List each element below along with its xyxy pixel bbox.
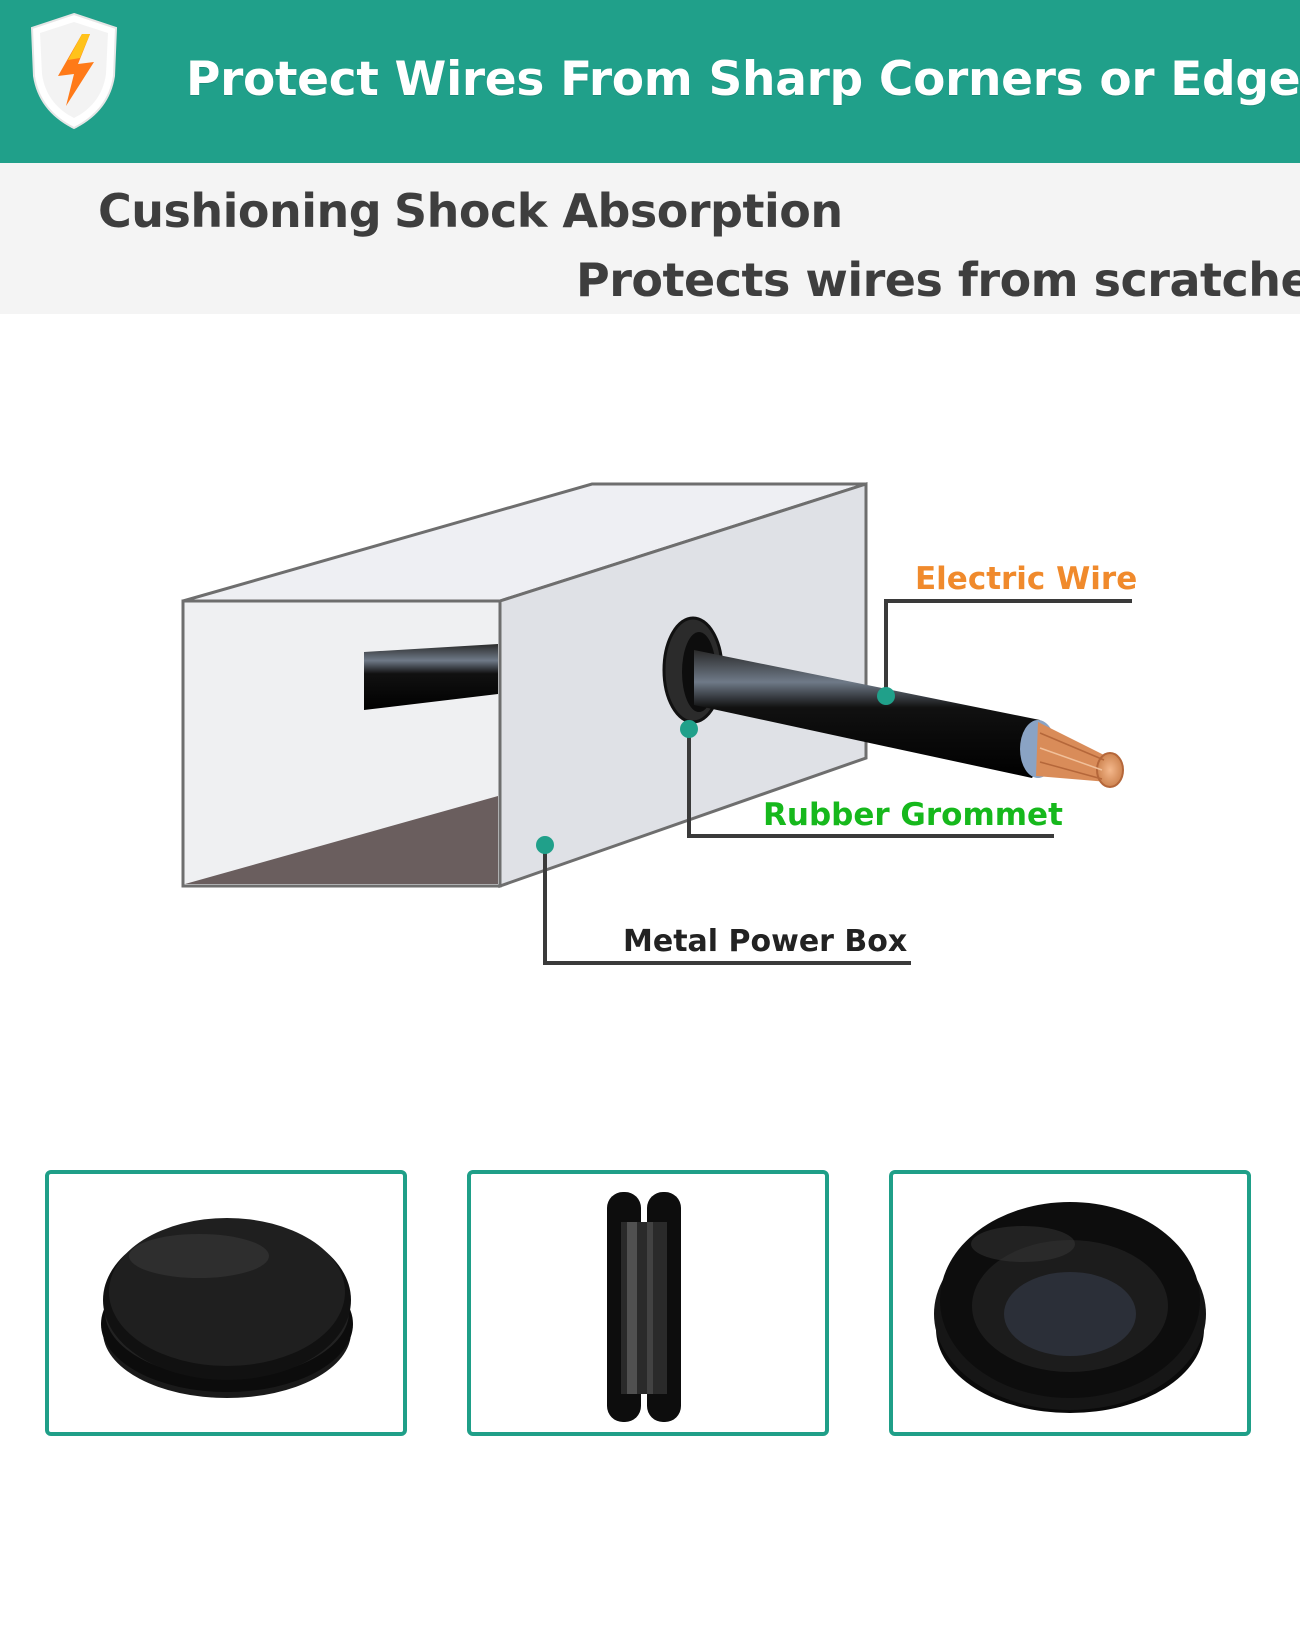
feature-bar (0, 163, 1300, 314)
wire-callout-dot (877, 687, 895, 705)
rubber-grommet-label: Rubber Grommet (763, 797, 1063, 833)
feature-cushioning: Cushioning (98, 184, 382, 238)
feature-shock-absorption: Shock Absorption (394, 184, 843, 238)
box-inner-floor (185, 796, 498, 884)
copper-strands (1096, 752, 1124, 788)
thumbnail-grommet-side (467, 1170, 829, 1436)
wire-callout-line (884, 599, 1132, 696)
grommet-angled-view-image (934, 1202, 1206, 1413)
grommet-callout-dot (680, 720, 698, 738)
box-callout-line (543, 845, 911, 965)
header-banner: Protect Wires From Sharp Corners or Edge… (0, 0, 1300, 163)
thumbnail-grommet-top (45, 1170, 407, 1436)
thumbnail-grommet-angled (889, 1170, 1251, 1436)
electric-wire-shape (694, 650, 1045, 778)
grommet-side-view-image (607, 1192, 681, 1422)
box-callout-dot (536, 836, 554, 854)
wire-grommet-diagram (181, 481, 1132, 965)
shield-lightning-icon (30, 12, 118, 130)
grommet-callout-line (687, 729, 1054, 838)
metal-power-box-label: Metal Power Box (623, 924, 908, 959)
feature-protects-wires: Protects wires from scratches (576, 253, 1300, 307)
electric-wire-label: Electric Wire (915, 561, 1138, 597)
grommet-top-view-image (101, 1218, 353, 1398)
header-title: Protect Wires From Sharp Corners or Edge… (186, 52, 1300, 107)
